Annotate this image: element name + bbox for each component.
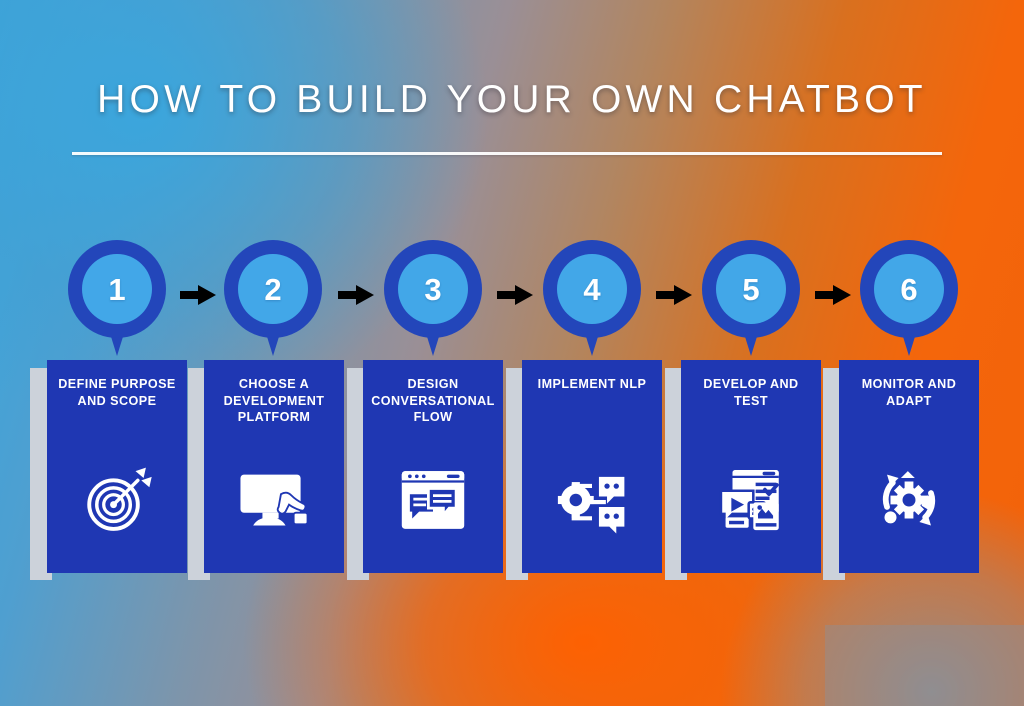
step-5-card[interactable]: DEVELOP AND TEST xyxy=(681,360,821,573)
step-6-number: 6 xyxy=(874,254,944,324)
step-6-card[interactable]: MONITOR AND ADAPT xyxy=(839,360,979,573)
arrow-1-to-2 xyxy=(180,285,216,305)
arrow-head xyxy=(515,285,533,305)
step-6-pin-marker[interactable]: 6 xyxy=(860,240,958,358)
step-1-number: 1 xyxy=(82,254,152,324)
step-1-pin-ring: 1 xyxy=(68,240,166,338)
step-2-pin-marker[interactable]: 2 xyxy=(224,240,322,358)
arrow-shaft xyxy=(338,291,358,299)
page-title: HOW TO BUILD YOUR OWN CHATBOT xyxy=(97,78,927,121)
arrow-shaft xyxy=(815,291,835,299)
step-6-card-title: MONITOR AND ADAPT xyxy=(861,377,957,408)
arrow-2-to-3 xyxy=(338,285,374,305)
step-3-pin-marker[interactable]: 3 xyxy=(384,240,482,358)
step-3-pin-ring: 3 xyxy=(384,240,482,338)
step-3-card-title: DESIGN CONVERSATIONAL FLOW xyxy=(371,377,495,425)
step-1-card-shadow xyxy=(30,368,52,580)
target-arrow-icon xyxy=(80,463,154,537)
monitor-hand-select-icon xyxy=(237,463,311,537)
step-4-pin-marker[interactable]: 4 xyxy=(543,240,641,358)
step-6-pin-ring: 6 xyxy=(860,240,958,338)
step-2-number: 2 xyxy=(238,254,308,324)
arrow-shaft xyxy=(180,291,200,299)
step-3-card[interactable]: DESIGN CONVERSATIONAL FLOW xyxy=(363,360,503,573)
arrow-head xyxy=(833,285,851,305)
gear-chat-bubbles-icon xyxy=(555,463,629,537)
arrow-3-to-4 xyxy=(497,285,533,305)
step-4-number: 4 xyxy=(557,254,627,324)
step-4-card-title: IMPLEMENT NLP xyxy=(537,377,647,391)
media-checklist-icon xyxy=(714,463,788,537)
arrow-4-to-5 xyxy=(656,285,692,305)
browser-chat-bubbles-icon xyxy=(396,463,470,537)
step-1-card-title: DEFINE PURPOSE AND SCOPE xyxy=(58,377,176,408)
step-2-card-title: CHOOSE A DEVELOPMENT PLATFORM xyxy=(223,377,325,425)
arrow-5-to-6 xyxy=(815,285,851,305)
arrow-head xyxy=(674,285,692,305)
title-divider-rule xyxy=(72,152,942,155)
gear-cycle-arrows-icon xyxy=(872,463,946,537)
step-4-pin-ring: 4 xyxy=(543,240,641,338)
step-5-pin-ring: 5 xyxy=(702,240,800,338)
arrow-shaft xyxy=(656,291,676,299)
step-1-pin-marker[interactable]: 1 xyxy=(68,240,166,358)
arrow-head xyxy=(198,285,216,305)
step-4-card[interactable]: IMPLEMENT NLP xyxy=(522,360,662,573)
arrow-shaft xyxy=(497,291,517,299)
step-5-number: 5 xyxy=(716,254,786,324)
step-5-pin-marker[interactable]: 5 xyxy=(702,240,800,358)
step-3-number: 3 xyxy=(398,254,468,324)
step-2-pin-ring: 2 xyxy=(224,240,322,338)
step-1-card[interactable]: DEFINE PURPOSE AND SCOPE xyxy=(47,360,187,573)
step-2-card[interactable]: CHOOSE A DEVELOPMENT PLATFORM xyxy=(204,360,344,573)
step-5-card-title: DEVELOP AND TEST xyxy=(703,377,799,408)
arrow-head xyxy=(356,285,374,305)
